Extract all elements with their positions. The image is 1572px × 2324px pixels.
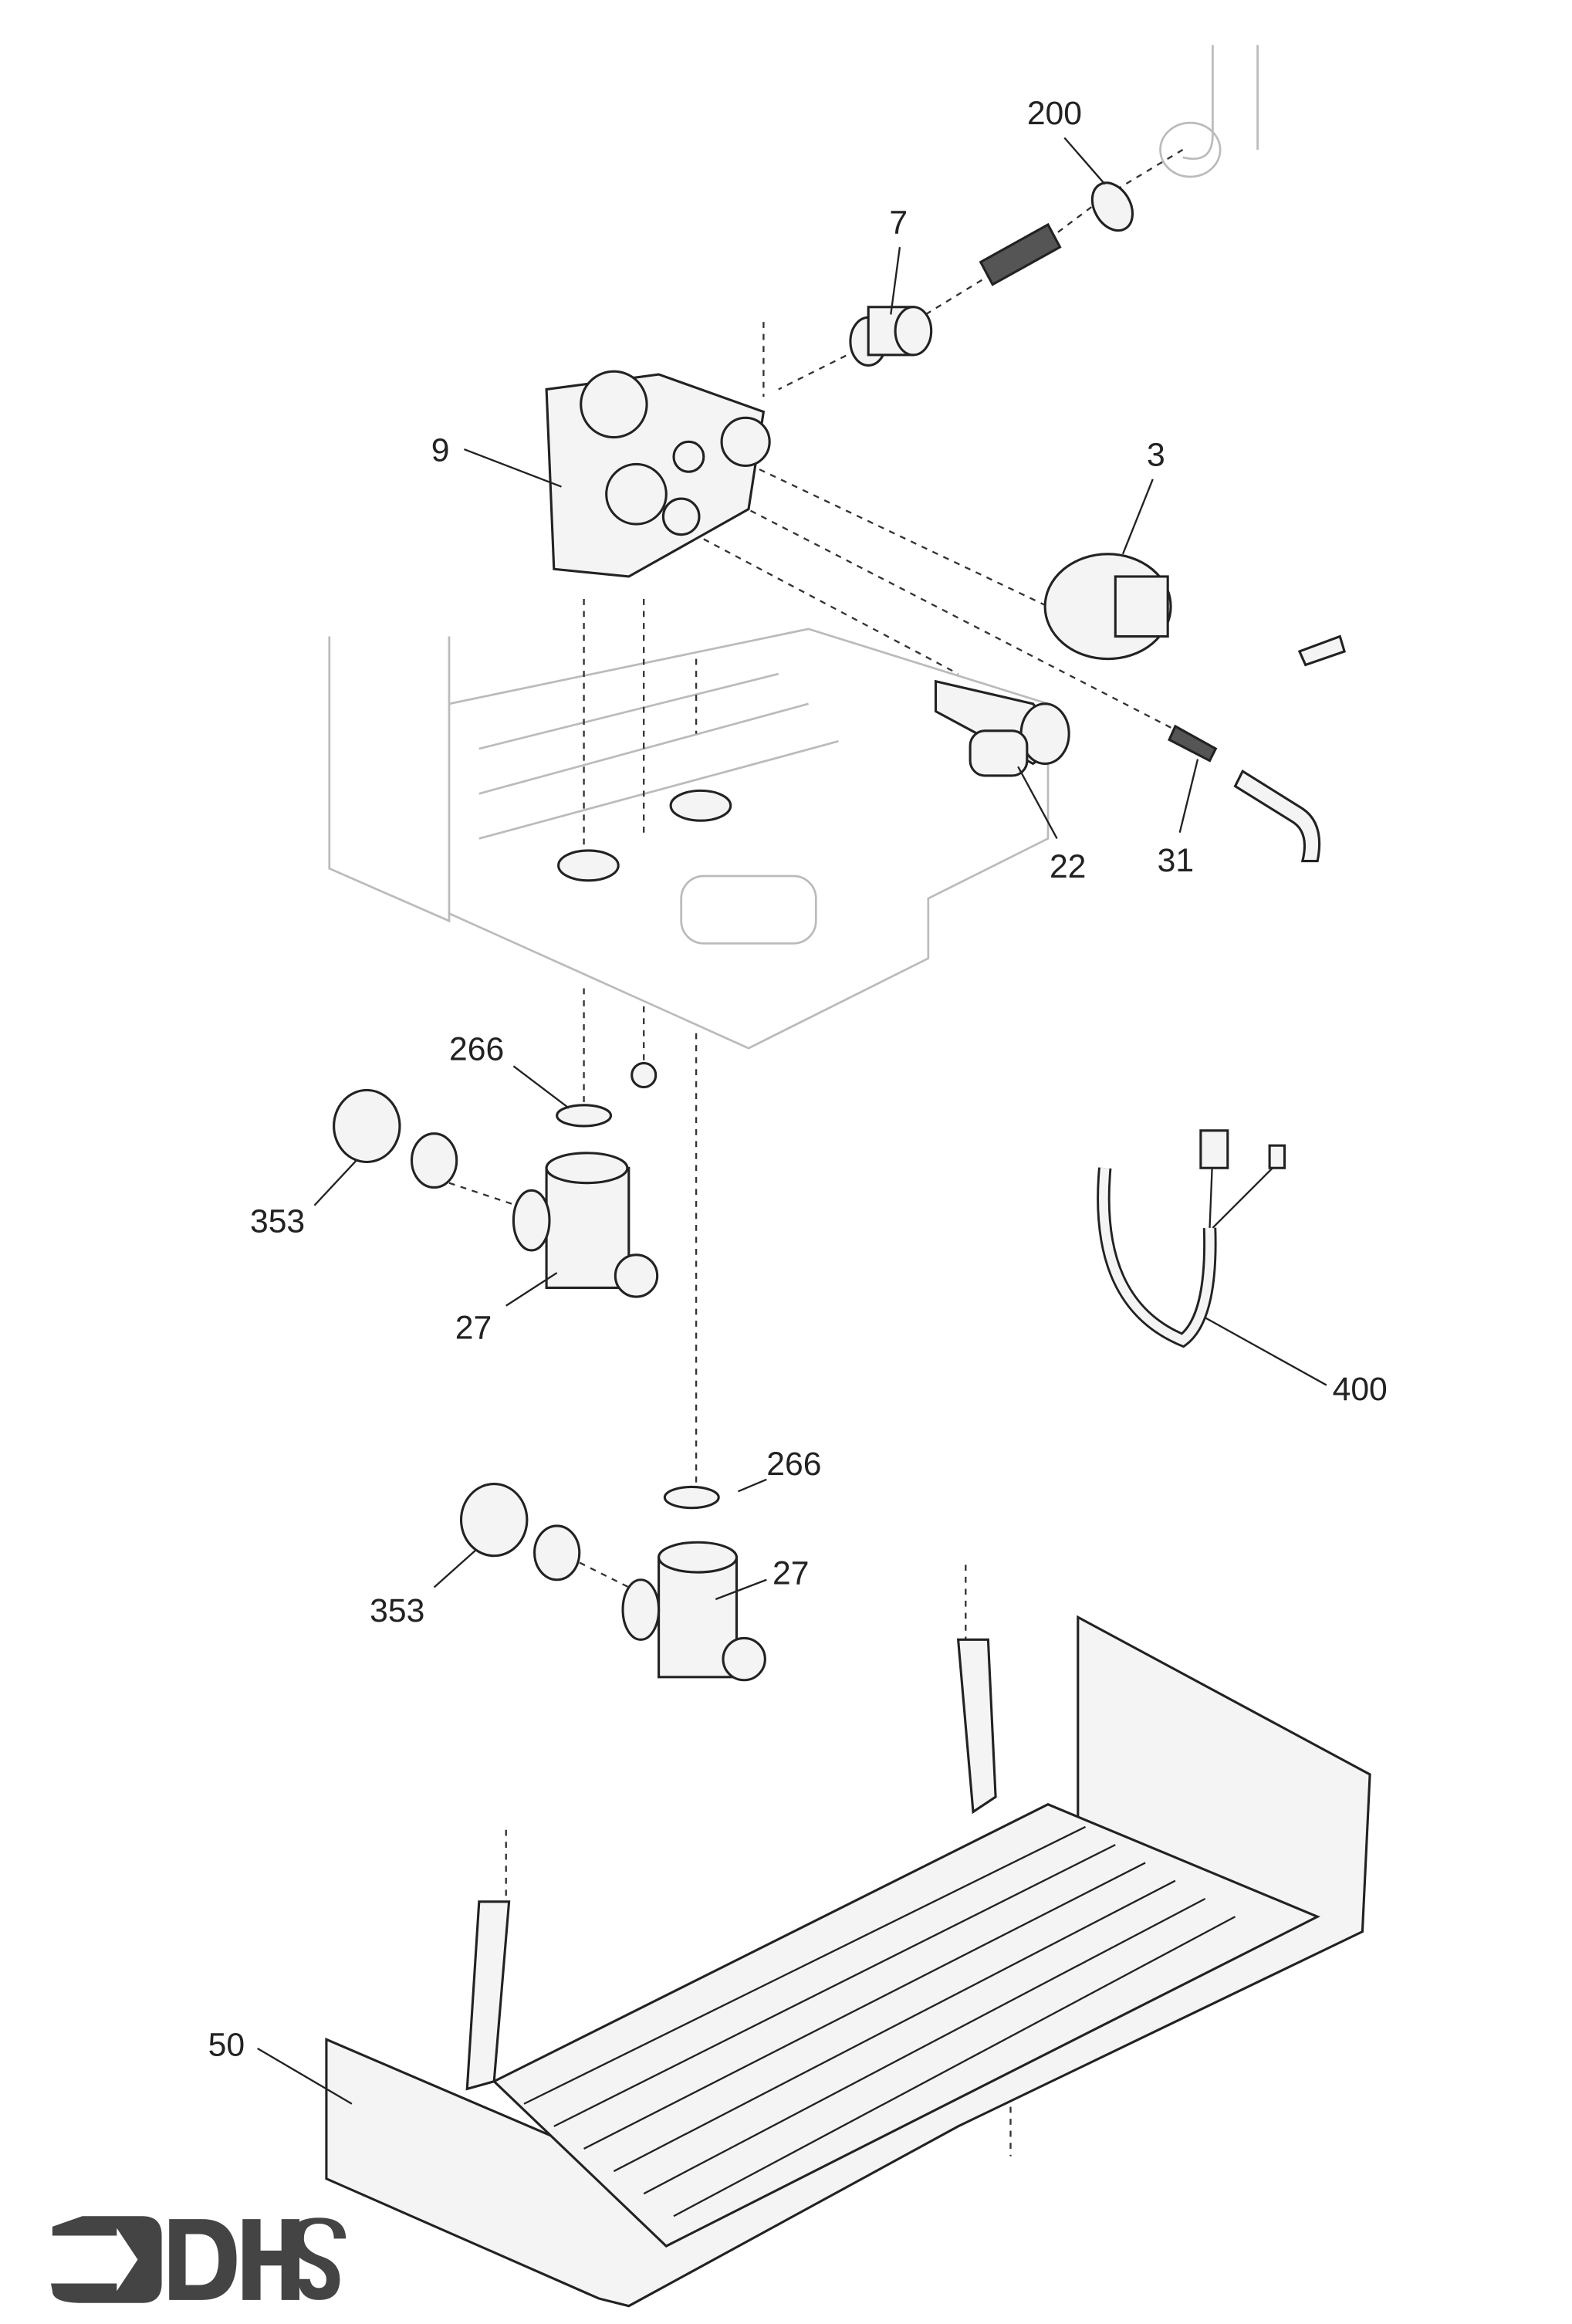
callout-27: 27 — [455, 1309, 492, 1346]
bracket-clip — [1297, 634, 1347, 667]
callout-400: 400 — [1333, 1371, 1388, 1408]
callout-200: 200 — [1027, 95, 1082, 132]
seal-holes — [557, 849, 620, 882]
diverter-valve-body — [545, 370, 771, 578]
dhs-logo — [50, 2216, 347, 2303]
callout-353: 353 — [250, 1203, 305, 1240]
callout-266: 266 — [449, 1031, 504, 1068]
spring-part — [979, 222, 1062, 286]
seal-hole-2 — [669, 789, 732, 822]
cartridge-part — [849, 306, 933, 367]
callout-9: 9 — [431, 432, 450, 469]
callout-31: 31 — [1158, 842, 1194, 879]
isolation-valve-27-upper — [333, 1061, 659, 1298]
isolation-valve-27-lower — [459, 1483, 766, 1682]
cable-harness — [1097, 1129, 1286, 1348]
drain-hose — [1233, 769, 1321, 863]
callout-3: 3 — [1147, 436, 1165, 473]
bottom-tray-50 — [325, 1615, 1371, 2308]
callout-353-lower: 353 — [370, 1592, 424, 1629]
sensor-31 — [1168, 724, 1218, 763]
pressure-switch — [1043, 553, 1172, 661]
callout-266-lower: 266 — [766, 1446, 821, 1483]
callout-22: 22 — [1050, 848, 1086, 885]
chassis-outline — [328, 45, 1259, 1050]
relief-valve — [934, 679, 1070, 777]
leader-lines — [257, 137, 1327, 2105]
callout-50: 50 — [208, 2027, 245, 2064]
o-ring-200 — [1090, 181, 1134, 232]
callout-7: 7 — [889, 205, 908, 242]
callout-27-lower: 27 — [772, 1555, 809, 1592]
